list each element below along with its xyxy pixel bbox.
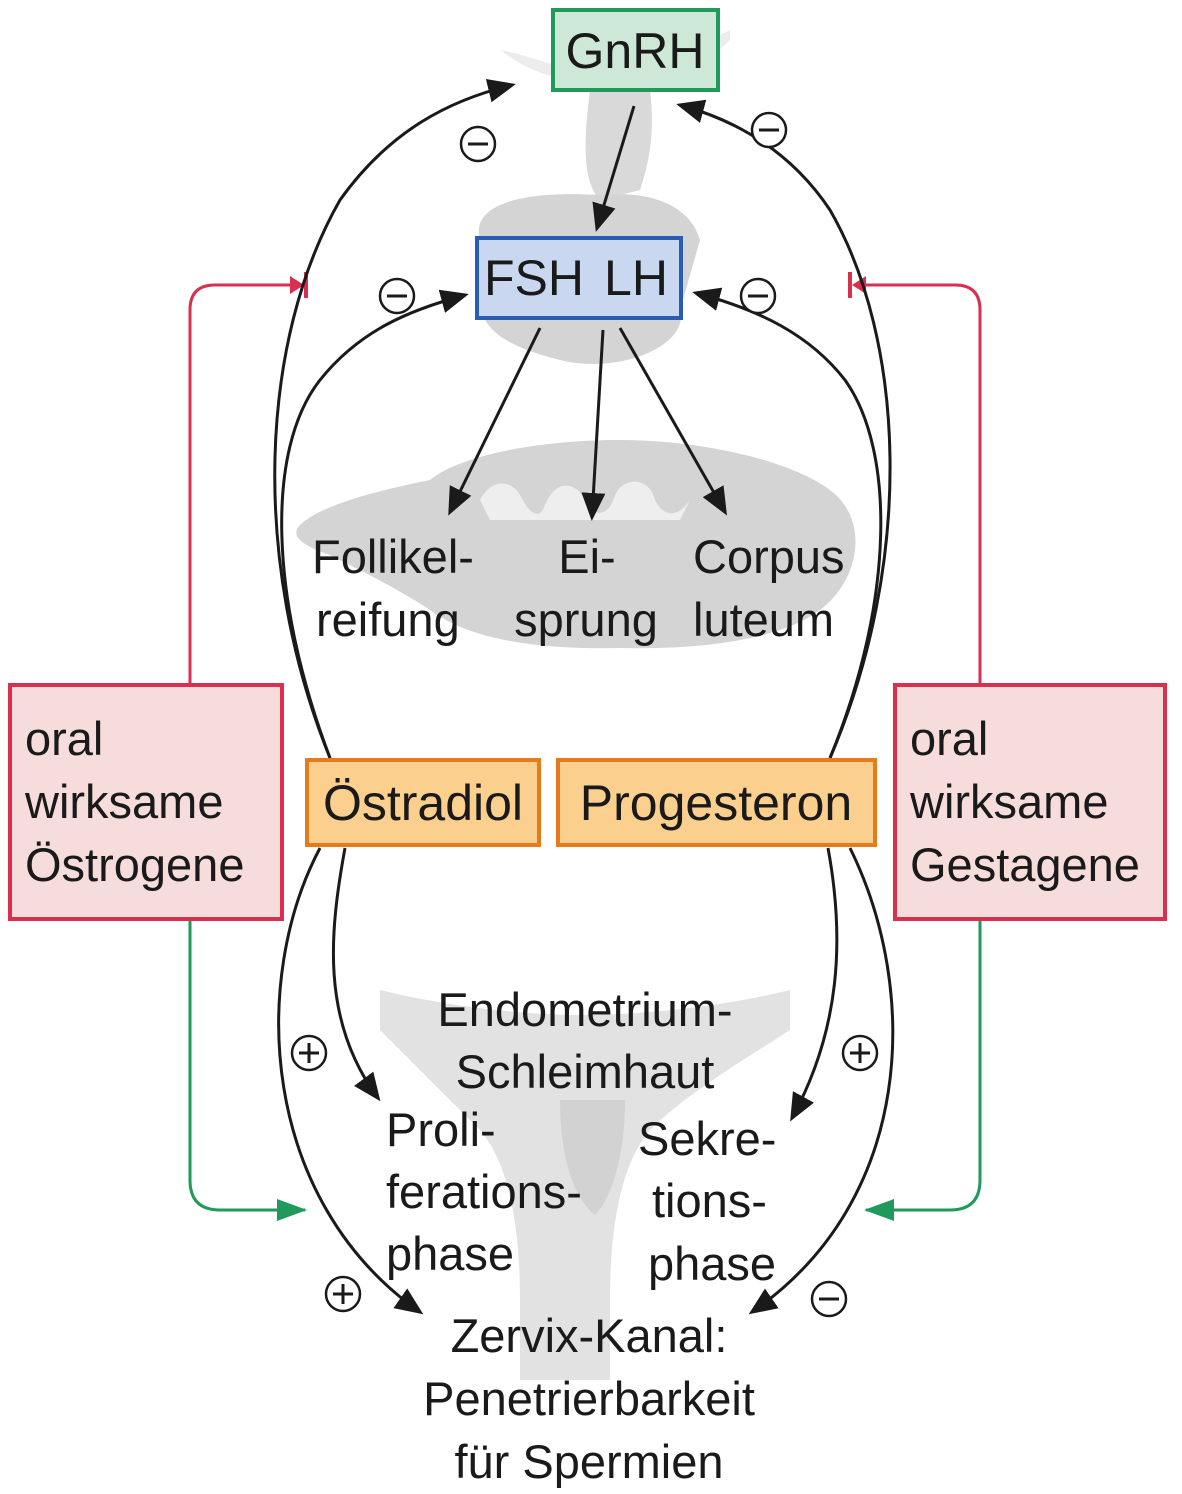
uterus-silhouette: [380, 990, 790, 1380]
progesterone-box: Progesteron: [556, 758, 877, 847]
cervix-line-3: für Spermien: [454, 1435, 723, 1488]
estradiol-label: Östradiol: [323, 775, 523, 831]
oral-gestagen-line-3: Gestagene: [910, 838, 1140, 891]
secretion-line-1: Sekre-: [638, 1112, 776, 1165]
arrow-progesterone-to-cervix: [748, 847, 895, 1315]
minus-sign-icon: [810, 1280, 848, 1318]
minus-sign-icon: [739, 277, 777, 315]
follicle-line-1: Follikel-: [312, 530, 474, 583]
pituitary-box: FSH LH: [475, 236, 683, 320]
arrow-gnrh-to-pituitary: [592, 105, 636, 232]
minus-sign-icon: [378, 277, 416, 315]
endometrium-line-2: Schleimhaut: [456, 1045, 715, 1098]
plus-sign-icon: [290, 1034, 328, 1072]
arrow-to-follicle: [448, 327, 542, 516]
arrow-to-corpus: [618, 327, 727, 516]
oral-gestagen-line-2: wirksame: [909, 775, 1108, 828]
arrow-progesterone-to-pituitary: [692, 287, 883, 759]
plus-sign-icon: [841, 1034, 879, 1072]
lh-label: LH: [604, 250, 668, 306]
secretion-line-3: phase: [648, 1237, 776, 1290]
oral-estrogen-line-2: wirksame: [24, 775, 223, 828]
stimulation-lines: [188, 920, 982, 1221]
cervix-line-1: Zervix-Kanal:: [451, 1309, 728, 1362]
oral-gestagen-box: oral wirksame Gestagene: [893, 683, 1167, 921]
follicle-line-2: reifung: [316, 593, 460, 646]
oral-estrogen-box: oral wirksame Östrogene: [8, 683, 284, 921]
oral-estrogen-line-3: Östrogene: [25, 838, 244, 891]
arrow-progesterone-to-secretion: [790, 847, 839, 1122]
uterus-labels: Endometrium- Schleimhaut Proli- feration…: [386, 983, 776, 1488]
arrow-progesterone-to-gnrh: [676, 99, 892, 759]
arrow-to-ovulation: [581, 329, 606, 521]
effect-signs: [290, 111, 879, 1318]
oral-gestagen-line-1: oral: [910, 712, 988, 765]
arrow-estradiol-to-pituitary: [280, 289, 469, 759]
ovulation-line-1: Ei-: [558, 530, 615, 583]
cervix-line-2: Penetrierbarkeit: [423, 1372, 755, 1425]
plus-sign-icon: [324, 1275, 362, 1313]
proliferation-line-1: Proli-: [386, 1103, 496, 1156]
fsh-label: FSH: [484, 250, 584, 306]
proliferation-line-3: phase: [386, 1227, 514, 1280]
feedback-arrows: [273, 78, 895, 1315]
arrow-estradiol-to-cervix: [277, 847, 424, 1315]
minus-sign-icon: [459, 125, 497, 163]
proliferation-line-2: ferations-: [386, 1165, 582, 1218]
arrow-estradiol-to-gnrh: [273, 78, 516, 759]
oral-estrogen-line-1: oral: [25, 712, 103, 765]
estradiol-box: Östradiol: [305, 758, 541, 847]
secretion-line-2: tions-: [652, 1174, 767, 1227]
minus-sign-icon: [750, 111, 788, 149]
gnrh-box: GnRH: [551, 8, 720, 92]
gnrh-label: GnRH: [566, 23, 705, 79]
corpus-line-1: Corpus: [693, 530, 845, 583]
ovulation-line-2: sprung: [514, 593, 658, 646]
corpus-line-2: luteum: [693, 593, 834, 646]
endometrium-line-1: Endometrium-: [437, 983, 732, 1036]
progesterone-label: Progesteron: [580, 775, 852, 831]
ovary-labels: Follikel- reifung Ei- sprung Corpus lute…: [312, 530, 845, 646]
arrow-estradiol-to-proliferation: [331, 847, 381, 1102]
